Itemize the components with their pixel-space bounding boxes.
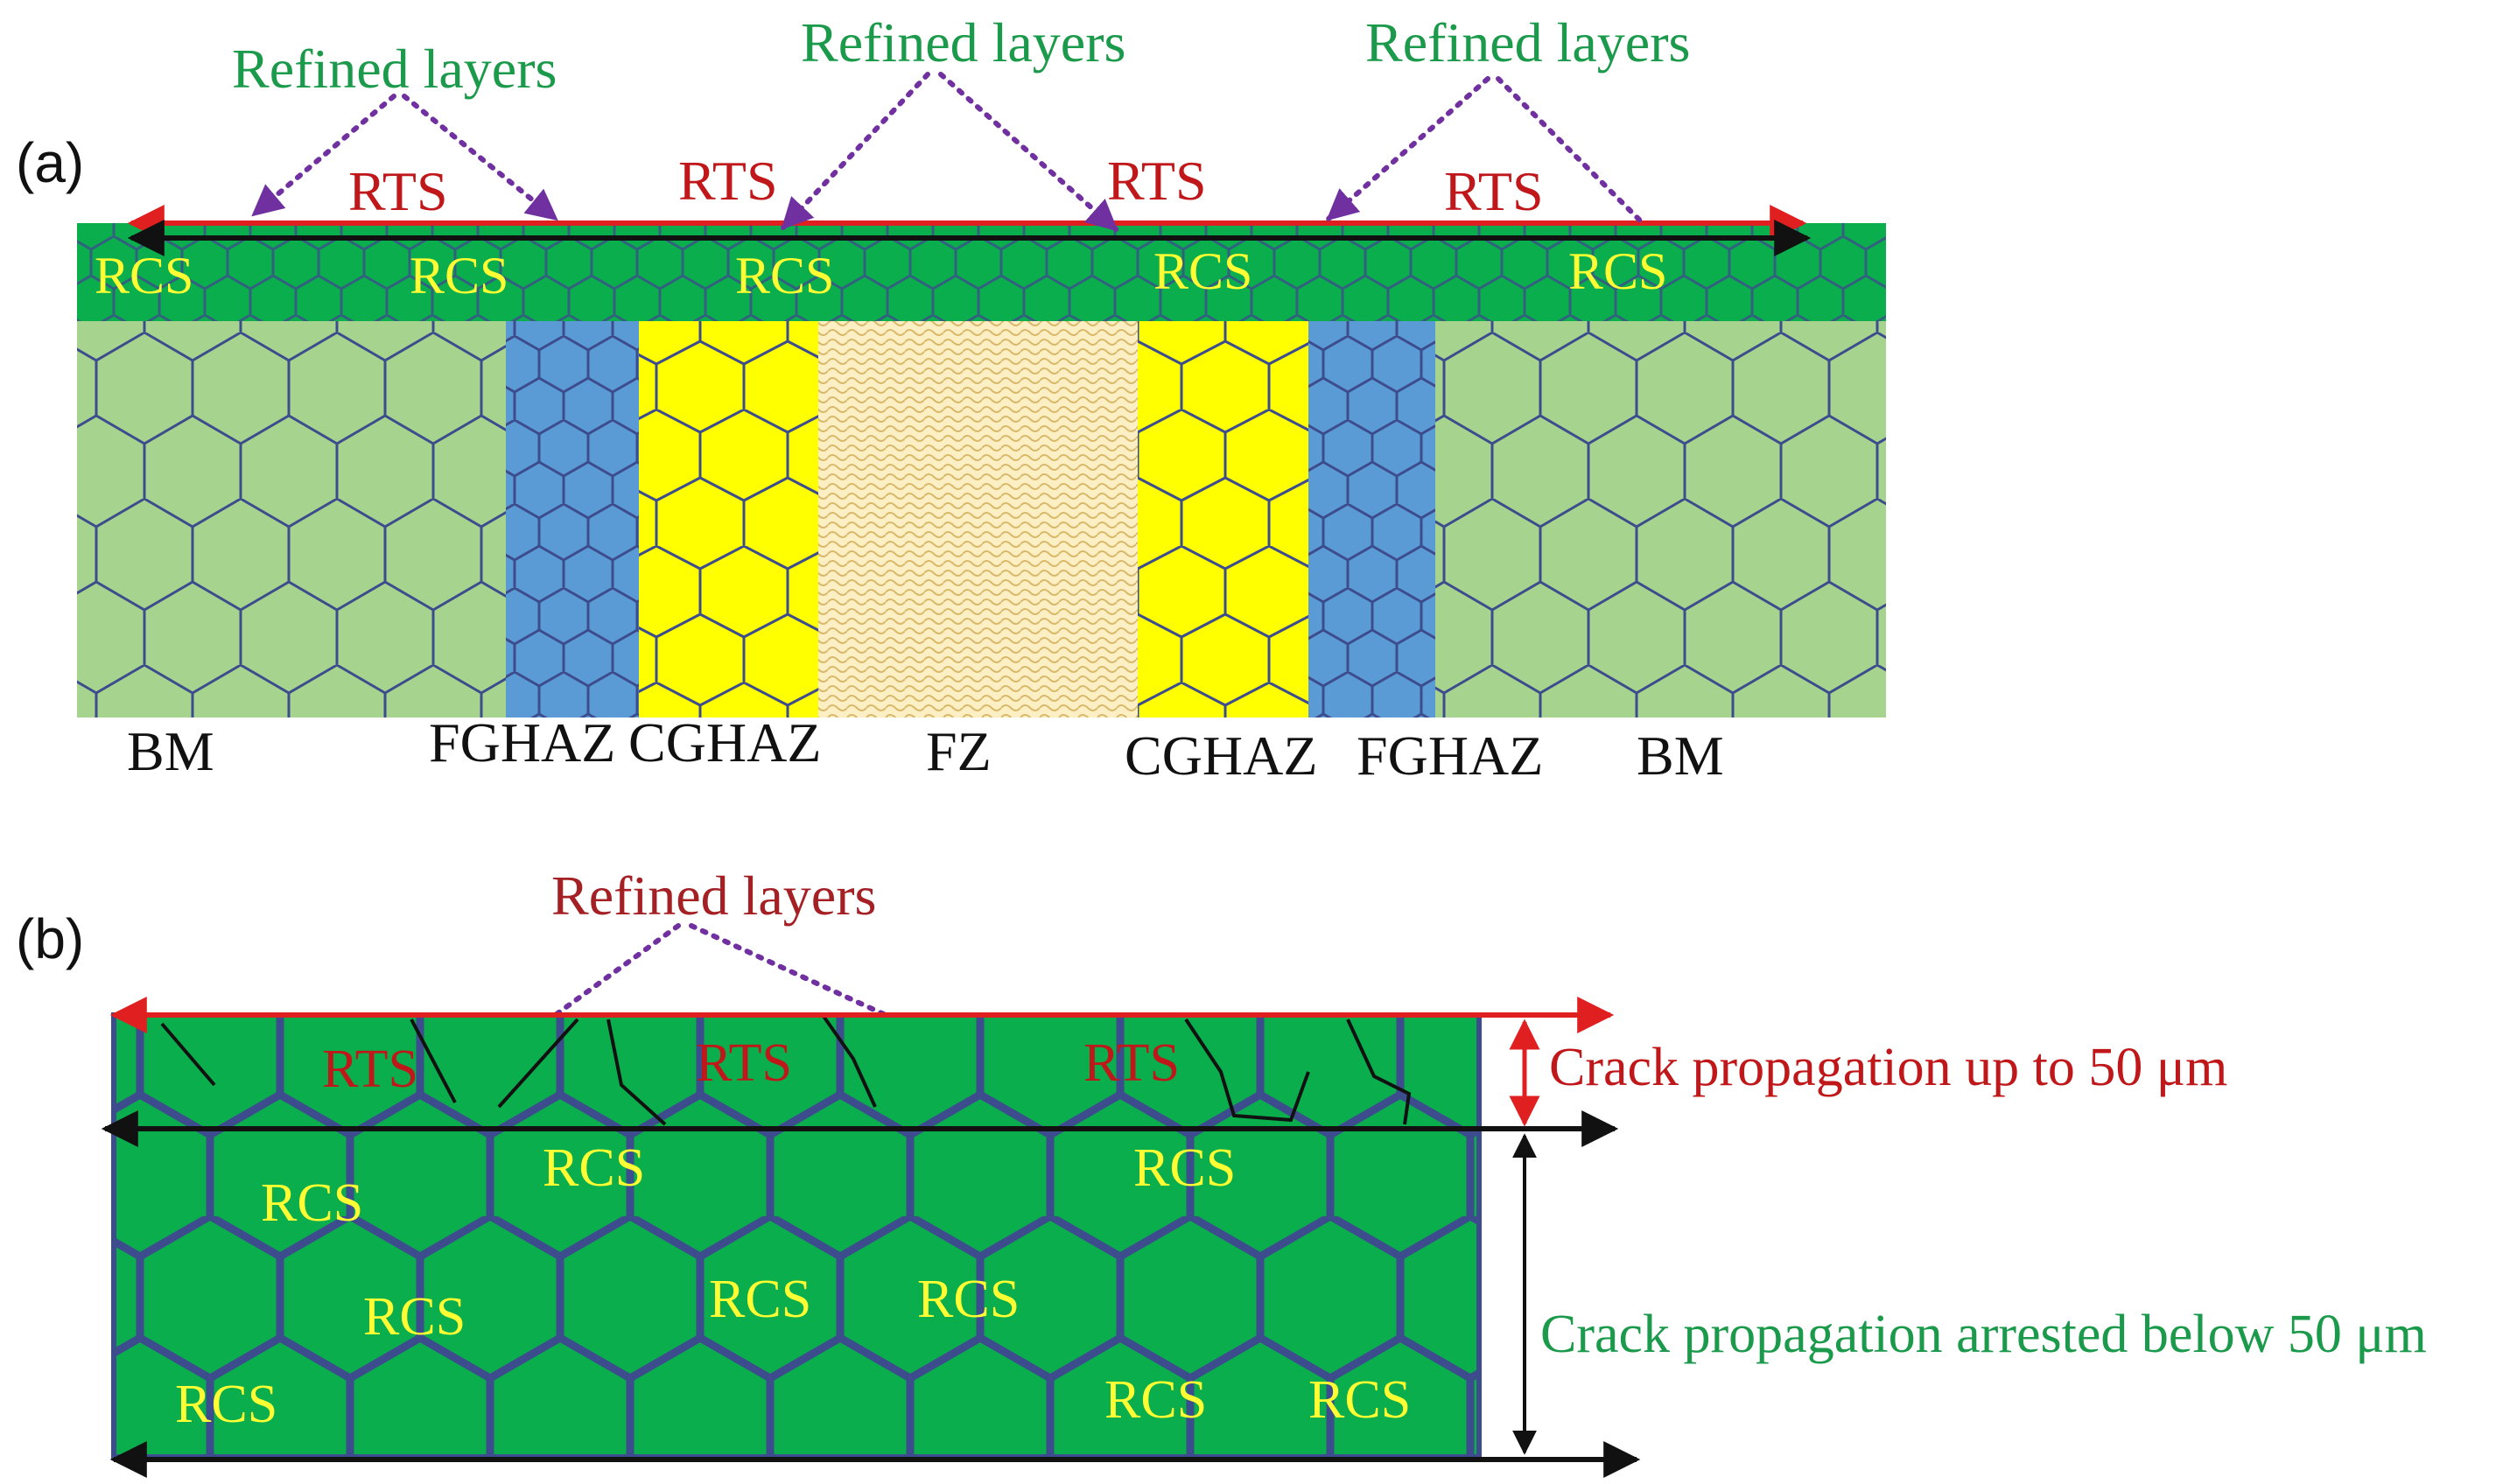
- rcs-label: RCS: [1104, 1370, 1207, 1430]
- rts-label: RTS: [1107, 150, 1207, 212]
- refined-pointer-dotted: [1496, 76, 1648, 228]
- rcs-label: RCS: [917, 1270, 1020, 1329]
- crack-line: [497, 1018, 579, 1109]
- zone-label-fghaz-left: FGHAZ: [429, 711, 615, 774]
- zone-label-cghaz-right: CGHAZ: [1125, 724, 1317, 787]
- rts-label: RTS: [348, 160, 448, 222]
- zone-label-fz: FZ: [926, 720, 992, 782]
- rts-label: RTS: [678, 150, 778, 212]
- bm-left-grains: [77, 319, 515, 718]
- rcs-label: RCS: [1133, 1138, 1236, 1198]
- refined-pointer-dotted: [781, 72, 930, 230]
- crack-line: [1346, 1018, 1412, 1125]
- rcs-label: RCS: [735, 247, 834, 304]
- rcs-label: RCS: [261, 1173, 363, 1233]
- zone-label-cghaz-left: CGHAZ: [628, 711, 821, 774]
- rcs-label: RCS: [709, 1270, 811, 1329]
- fghaz-left-grains: [506, 319, 663, 718]
- rts-label: RTS: [1083, 1033, 1180, 1093]
- crack-line: [160, 1022, 216, 1087]
- rts-label: RTS: [696, 1033, 792, 1093]
- refined-layers-label: Refined layers: [551, 864, 876, 927]
- rcs-label: RCS: [363, 1287, 466, 1347]
- rcs-label: RCS: [1153, 242, 1252, 300]
- zone-label-fghaz-right: FGHAZ: [1357, 724, 1543, 787]
- cghaz-left-grains: [639, 319, 823, 718]
- rts-label: RTS: [1444, 160, 1544, 222]
- coating-grains: [114, 1015, 1479, 1457]
- zone-label-bm-left: BM: [127, 720, 214, 782]
- rcs-label: RCS: [1568, 242, 1667, 300]
- fghaz-right-grains: [1308, 319, 1448, 718]
- rts-label: RTS: [322, 1040, 418, 1099]
- refined-layers-label: Refined layers: [801, 11, 1125, 74]
- refined-layers-label: Refined layers: [1365, 11, 1690, 74]
- crack-arrest-label: Crack propagation arrested below 50 μm: [1540, 1305, 2427, 1364]
- rcs-label: RCS: [175, 1375, 277, 1434]
- rcs-label: RCS: [543, 1138, 645, 1198]
- crack-propagation-depth-label: Crack propagation up to 50 μm: [1549, 1038, 2227, 1097]
- fz-zone: [818, 319, 1151, 718]
- refined-pointer-dotted: [1326, 76, 1490, 221]
- panel-a-label: (a): [16, 131, 84, 194]
- refined-layers-label: Refined layers: [232, 38, 557, 100]
- refined-pointer-dotted: [402, 94, 558, 221]
- rcs-label: RCS: [1308, 1370, 1411, 1430]
- cghaz-right-grains: [1138, 319, 1326, 718]
- rcs-label: RCS: [410, 247, 508, 304]
- refined-pointer-dotted: [938, 72, 1118, 232]
- panel-b-label: (b): [16, 907, 84, 970]
- zone-label-bm-right: BM: [1637, 724, 1724, 787]
- rcs-label: RCS: [95, 247, 193, 304]
- refined-pointer-dotted: [251, 94, 396, 217]
- bm-right-grains: [1435, 319, 1886, 718]
